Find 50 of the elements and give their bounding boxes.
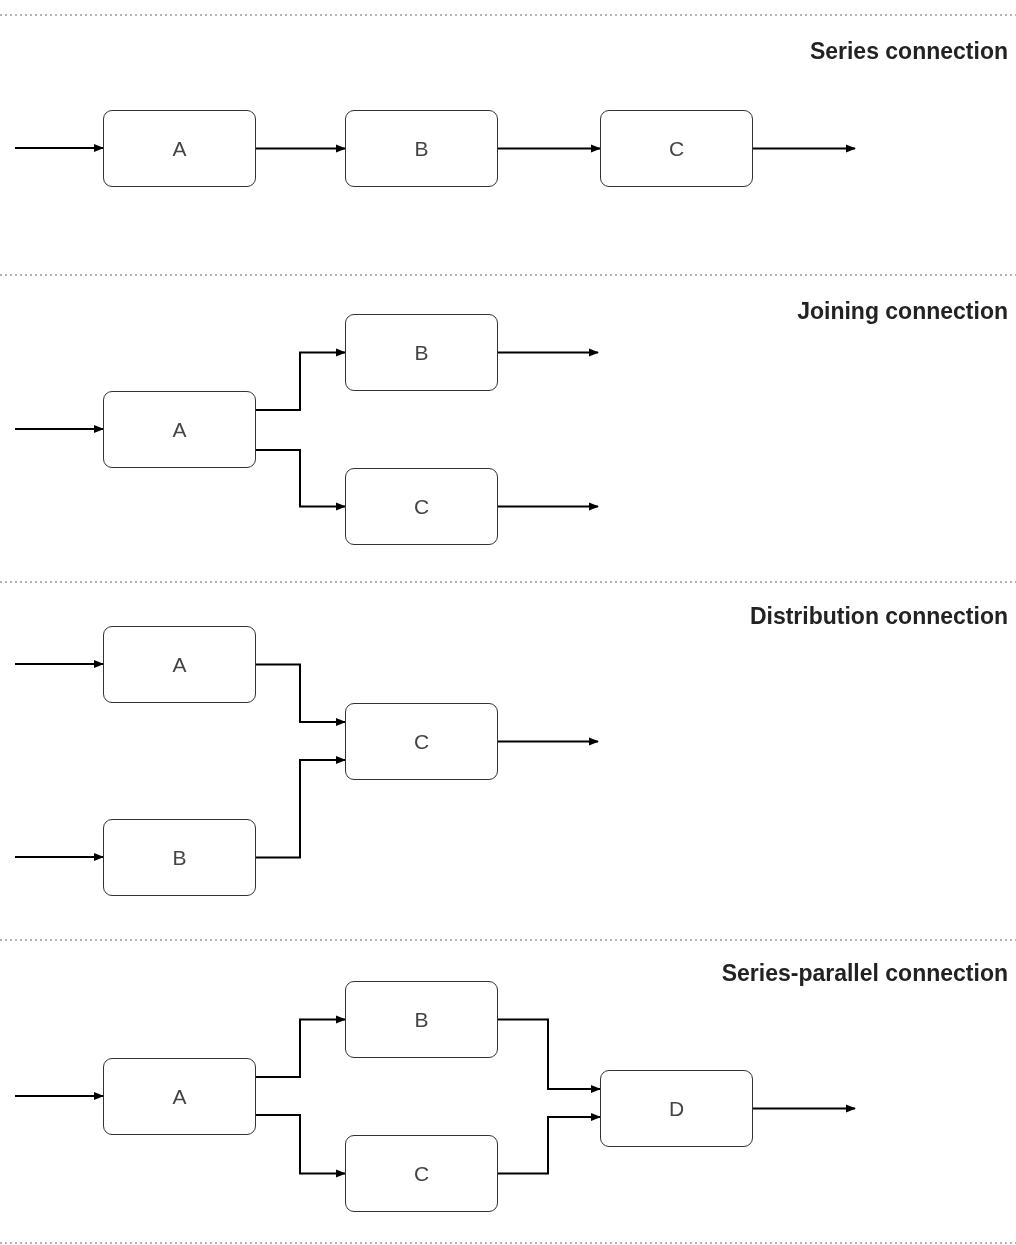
arrow — [255, 756, 346, 859]
arrow — [14, 1092, 104, 1100]
arrow — [497, 1018, 601, 1093]
process-box — [345, 981, 498, 1058]
arrow — [752, 144, 856, 153]
box-label: A — [172, 652, 187, 677]
arrow — [255, 1015, 346, 1078]
arrow — [255, 449, 346, 511]
process-box — [103, 1058, 256, 1135]
box-label: C — [413, 729, 430, 754]
section-heading: Series-parallel connection — [721, 960, 1008, 987]
process-box — [345, 314, 498, 391]
box-label: C — [668, 136, 685, 161]
section-heading: Joining connection — [797, 298, 1008, 325]
process-box — [345, 1135, 498, 1212]
box-label: C — [413, 1161, 430, 1186]
process-box — [103, 391, 256, 468]
box-label: B — [414, 136, 429, 161]
process-box — [600, 110, 753, 187]
process-box — [345, 468, 498, 545]
box-label: C — [413, 494, 430, 519]
process-box — [103, 110, 256, 187]
box-label: A — [172, 136, 187, 161]
arrow — [497, 737, 599, 746]
arrow — [255, 348, 346, 411]
arrow — [14, 425, 104, 433]
box-label: B — [172, 845, 187, 870]
section-heading: Series connection — [809, 38, 1008, 65]
arrow — [14, 144, 104, 152]
process-box — [345, 703, 498, 780]
box-label: B — [414, 1007, 429, 1032]
box-label: A — [172, 417, 187, 442]
arrow — [497, 144, 601, 153]
arrow — [497, 348, 599, 357]
process-box — [103, 819, 256, 896]
box-label: A — [172, 1084, 187, 1109]
arrow — [255, 144, 346, 153]
process-box — [103, 626, 256, 703]
arrow — [497, 1113, 601, 1175]
process-box — [600, 1070, 753, 1147]
process-box — [345, 110, 498, 187]
arrow — [14, 660, 104, 668]
box-label: B — [414, 340, 429, 365]
arrow — [497, 502, 599, 511]
section-heading: Distribution connection — [749, 603, 1008, 630]
arrow — [752, 1104, 856, 1113]
arrow — [255, 1114, 346, 1178]
arrow — [255, 663, 346, 726]
arrow — [14, 853, 104, 861]
box-label: D — [668, 1096, 685, 1121]
